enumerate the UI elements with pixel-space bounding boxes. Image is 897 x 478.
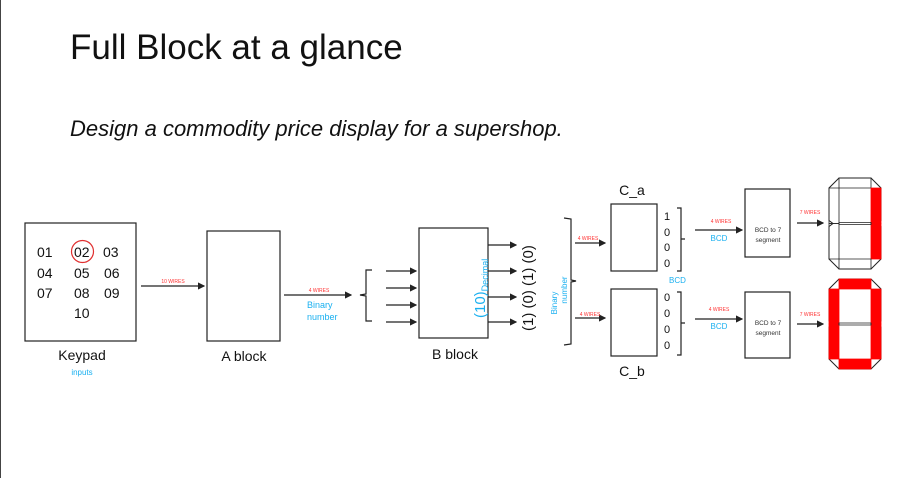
b-block [418,227,489,339]
cb-label: C_b [619,363,645,379]
wire-label-4-ab: 4 WIRES [309,288,330,294]
cb-bit: 0 [664,340,670,352]
key-05[interactable]: 05 [74,265,90,281]
ca-label: C_a [619,182,645,198]
key-02[interactable]: 02 [74,244,90,260]
b-output-bits: (1) (0) (1) (0) [520,245,537,331]
binary-label-line2: number [307,312,338,322]
segment-c [870,223,882,260]
binary-label-line1: Binary [307,300,333,310]
key-06[interactable]: 06 [104,265,120,281]
b-value: (10)Decimal [472,259,490,318]
a-block-label: A block [221,348,267,364]
keypad-keys: 01 02 03 04 05 06 07 08 09 10 [37,244,120,321]
bracket-b-c [563,217,577,346]
bracket-ab [359,269,372,322]
wire-label-7a: 7 WIRES [800,210,821,216]
b-value-base: Decimal [480,259,490,292]
keypad-sublabel: inputs [71,368,92,377]
bcd-label-a: BCD [711,234,728,243]
decoder-a-label2: segment [756,237,781,244]
seven-segment-display-b [828,278,882,370]
cb-bits: 0 0 0 0 [664,292,670,352]
slide-left-border [0,0,1,478]
cb-bit: 0 [664,308,670,320]
ca-bits: 1 0 0 0 [664,211,670,270]
decoder-a-label1: BCD to 7 [755,227,782,234]
key-01[interactable]: 01 [37,244,53,260]
key-10[interactable]: 10 [74,305,90,321]
ca-bit: 0 [664,227,670,239]
b-input-wires [386,267,418,326]
key-09[interactable]: 09 [104,285,120,301]
segment-c [870,323,882,360]
slide-title: Full Block at a glance [70,28,403,67]
wire-label-cb: 4 WIRES [580,312,601,318]
slide-subtitle: Design a commodity price display for a s… [70,116,563,141]
a-block [206,230,281,342]
keypad-box [24,222,137,342]
selected-key-circle [70,239,95,264]
bracket-ca [677,207,685,272]
bracket-cb [677,291,685,356]
key-07[interactable]: 07 [37,285,53,301]
segment-g [838,322,872,326]
key-08[interactable]: 08 [74,285,90,301]
wire-label-ca-dec: 4 WIRES [711,219,732,225]
ca-bcd-caption: BCD [669,276,686,285]
segment-f [828,288,840,325]
seven-segment-display-a [828,177,882,270]
ca-bit: 0 [664,258,670,270]
wire-label-cb-dec: 4 WIRES [709,307,730,313]
key-04[interactable]: 04 [37,265,53,281]
cb-bit: 0 [664,324,670,336]
keypad-label: Keypad [58,347,105,363]
binary-label: Binary number [307,300,338,322]
cb-bit: 0 [664,292,670,304]
decoder-b [744,291,791,359]
segment-b [870,187,882,224]
binary-vertical-line1: Binary [550,292,559,315]
ca-bit: 1 [664,211,670,223]
key-03[interactable]: 03 [103,244,119,260]
binary-number-vertical: Binary [550,292,559,315]
segment-a [838,278,872,290]
cb-block [610,288,658,357]
binary-number-vertical-2: number [560,276,569,303]
wire-label-10: 10 WIRES [161,279,185,285]
b-block-label: B block [432,346,479,362]
decoder-b-label2: segment [756,330,781,337]
wire-label-ca: 4 WIRES [578,236,599,242]
segment-d [838,358,872,370]
b-output-wires [488,241,518,326]
ca-block [610,203,658,272]
wire-label-7b: 7 WIRES [800,312,821,318]
b-value-number: (10) [472,291,489,318]
segment-d [838,258,872,270]
decoder-a [744,188,791,258]
segment-g [838,222,872,225]
segment-b [870,288,882,325]
bcd-label-b: BCD [711,322,728,331]
decoder-b-label1: BCD to 7 [755,320,782,327]
segment-e [828,323,840,360]
ca-bit: 0 [664,242,670,254]
